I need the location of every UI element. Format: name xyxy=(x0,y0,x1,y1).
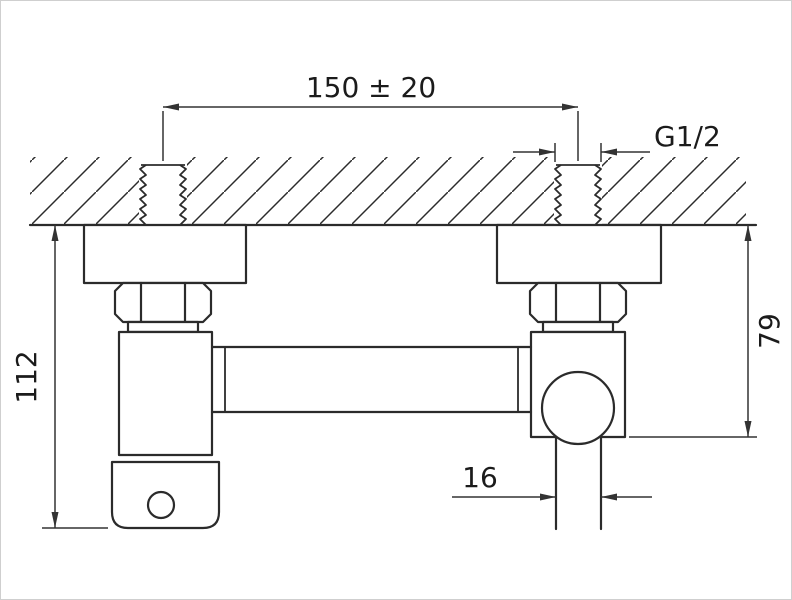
wall-hatching xyxy=(30,157,746,225)
left-valve-body xyxy=(117,330,214,457)
cap-screw-circle xyxy=(146,490,176,520)
right-inlet-pipe xyxy=(554,155,602,226)
left-collar xyxy=(126,320,200,334)
wall-section xyxy=(28,157,758,227)
left-pipe-body xyxy=(139,155,187,225)
wall-offset-label: 79 xyxy=(753,313,786,349)
center-distance-label: 150 ± 20 xyxy=(306,71,436,104)
dimension-thread-size: G1/2 xyxy=(513,120,721,162)
left-bottom-cap xyxy=(110,460,221,530)
left-hex-nut xyxy=(113,281,213,324)
dimension-total-height: 112 xyxy=(10,225,108,529)
hose-outlet xyxy=(540,370,616,531)
left-pipe-thread-right xyxy=(179,164,187,226)
left-pipe-thread-left xyxy=(139,164,147,226)
outlet-width-label: 16 xyxy=(462,461,498,494)
right-collar xyxy=(541,320,615,334)
dimension-outlet-width: 16 xyxy=(452,461,652,501)
right-pipe-thread-left xyxy=(554,164,562,226)
total-height-label: 112 xyxy=(10,350,43,403)
dimension-wall-offset: 79 xyxy=(629,225,786,438)
right-hex-nut-outline xyxy=(528,281,628,324)
left-escutcheon xyxy=(82,223,248,285)
outlet-circle xyxy=(540,370,616,446)
thread-size-label: G1/2 xyxy=(654,120,721,153)
right-escutcheon xyxy=(495,223,663,285)
right-pipe-body xyxy=(554,155,602,225)
left-inlet-pipe xyxy=(139,155,187,226)
left-hex-nut-outline xyxy=(113,281,213,324)
dimension-center-distance: 150 ± 20 xyxy=(162,71,579,161)
right-hex-nut xyxy=(528,281,628,324)
right-pipe-thread-right xyxy=(594,164,602,226)
mixer-bar xyxy=(210,345,533,414)
